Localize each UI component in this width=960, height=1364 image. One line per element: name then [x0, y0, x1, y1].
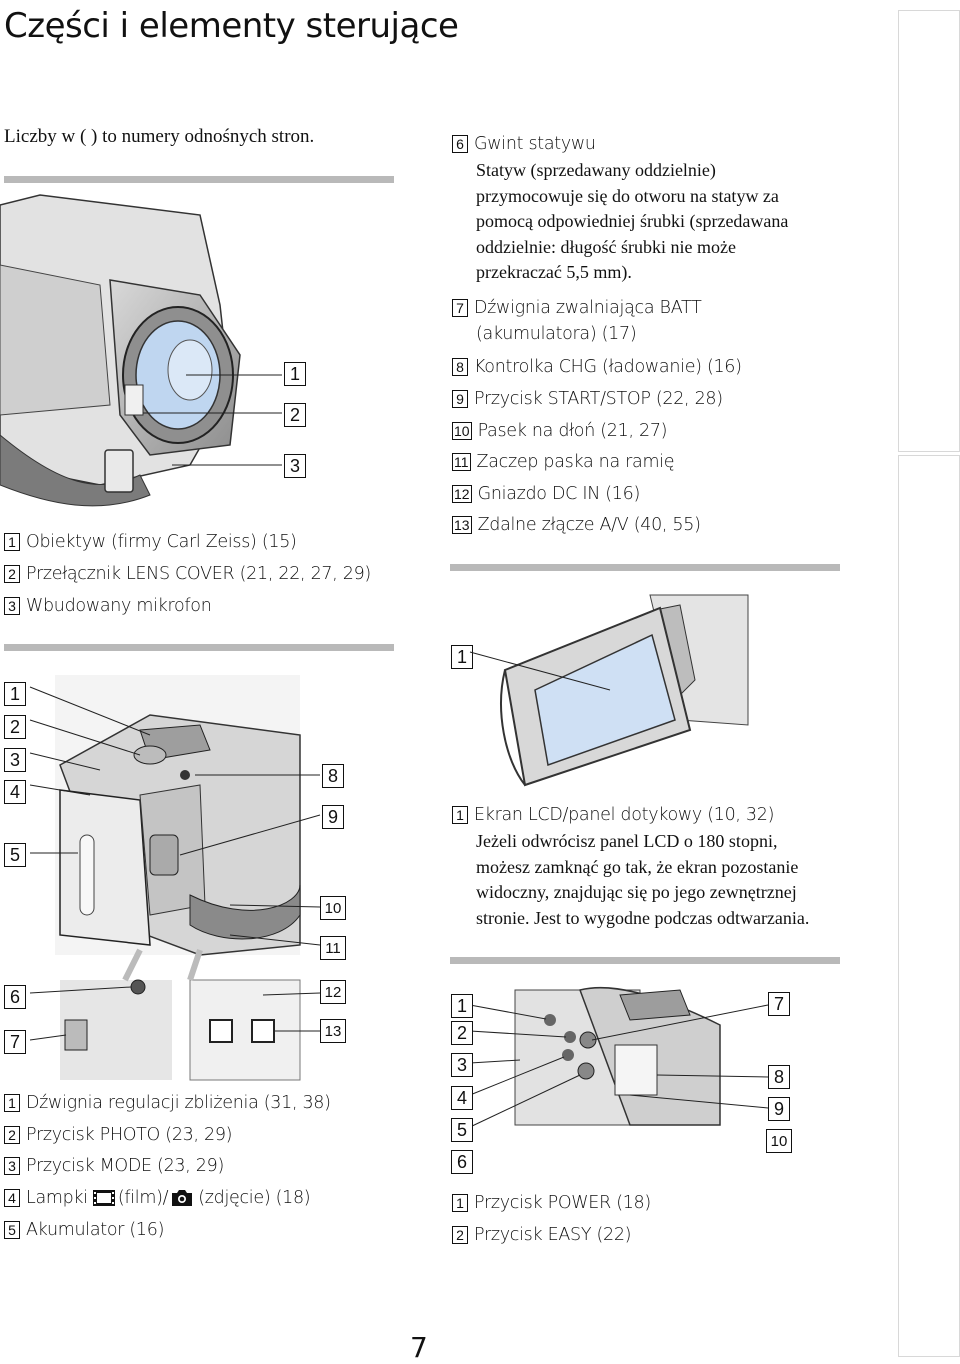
- side-tab-top[interactable]: [898, 10, 960, 452]
- callout-5: 5: [4, 843, 26, 867]
- callout-10: 10: [766, 1129, 792, 1153]
- callout-12: 12: [320, 980, 346, 1004]
- callout-10: 10: [320, 896, 346, 920]
- callout-3: 3: [284, 454, 306, 478]
- callout-1: 1: [451, 645, 473, 669]
- callout-7: 7: [768, 992, 790, 1016]
- lcd-description: Jeżeli odwrócisz panel LCD o 180 stopni,…: [476, 831, 810, 928]
- callout-4: 4: [451, 1086, 473, 1110]
- callout-4: 4: [4, 780, 26, 804]
- page-number: 7: [410, 1331, 428, 1364]
- callout-8: 8: [322, 764, 344, 788]
- camcorder-top-illustration: [29, 675, 321, 1081]
- callout-5: 5: [451, 1118, 473, 1142]
- callout-9: 9: [768, 1097, 790, 1121]
- callout-2: 2: [284, 403, 306, 427]
- callout-3: 3: [451, 1053, 473, 1077]
- page-subtitle: Liczby w ( ) to numery odnośnych stron.: [4, 126, 315, 147]
- section-divider: [450, 564, 840, 571]
- page-title: Części i elementy sterujące: [4, 6, 459, 46]
- side-tab-bottom[interactable]: [898, 455, 960, 1357]
- callout-6: 6: [451, 1150, 473, 1174]
- section-divider: [450, 957, 840, 964]
- callout-11: 11: [320, 936, 346, 960]
- lcd-side-illustration: [469, 986, 769, 1128]
- callout-7: 7: [4, 1030, 26, 1054]
- camcorder-front-illustration: [0, 194, 282, 507]
- camera-icon: [172, 1190, 193, 1206]
- callout-1: 1: [284, 362, 306, 386]
- callout-6: 6: [4, 985, 26, 1009]
- section-divider: [4, 644, 394, 651]
- film-icon: [92, 1190, 115, 1206]
- section-divider: [4, 176, 394, 183]
- callout-13: 13: [320, 1019, 346, 1043]
- callout-2: 2: [451, 1021, 473, 1045]
- lcd-panel-illustration: [469, 594, 749, 787]
- callout-3: 3: [4, 748, 26, 772]
- callout-1: 1: [4, 682, 26, 706]
- list-item: 4 Lampki (film)/ (zdjęcie) (18): [4, 1187, 311, 1209]
- callout-8: 8: [768, 1065, 790, 1089]
- callout-2: 2: [4, 715, 26, 739]
- callout-9: 9: [322, 805, 344, 829]
- item-6-description: Statyw (sprzedawany oddzielnie) przymoco…: [476, 160, 789, 282]
- callout-1: 1: [451, 994, 473, 1018]
